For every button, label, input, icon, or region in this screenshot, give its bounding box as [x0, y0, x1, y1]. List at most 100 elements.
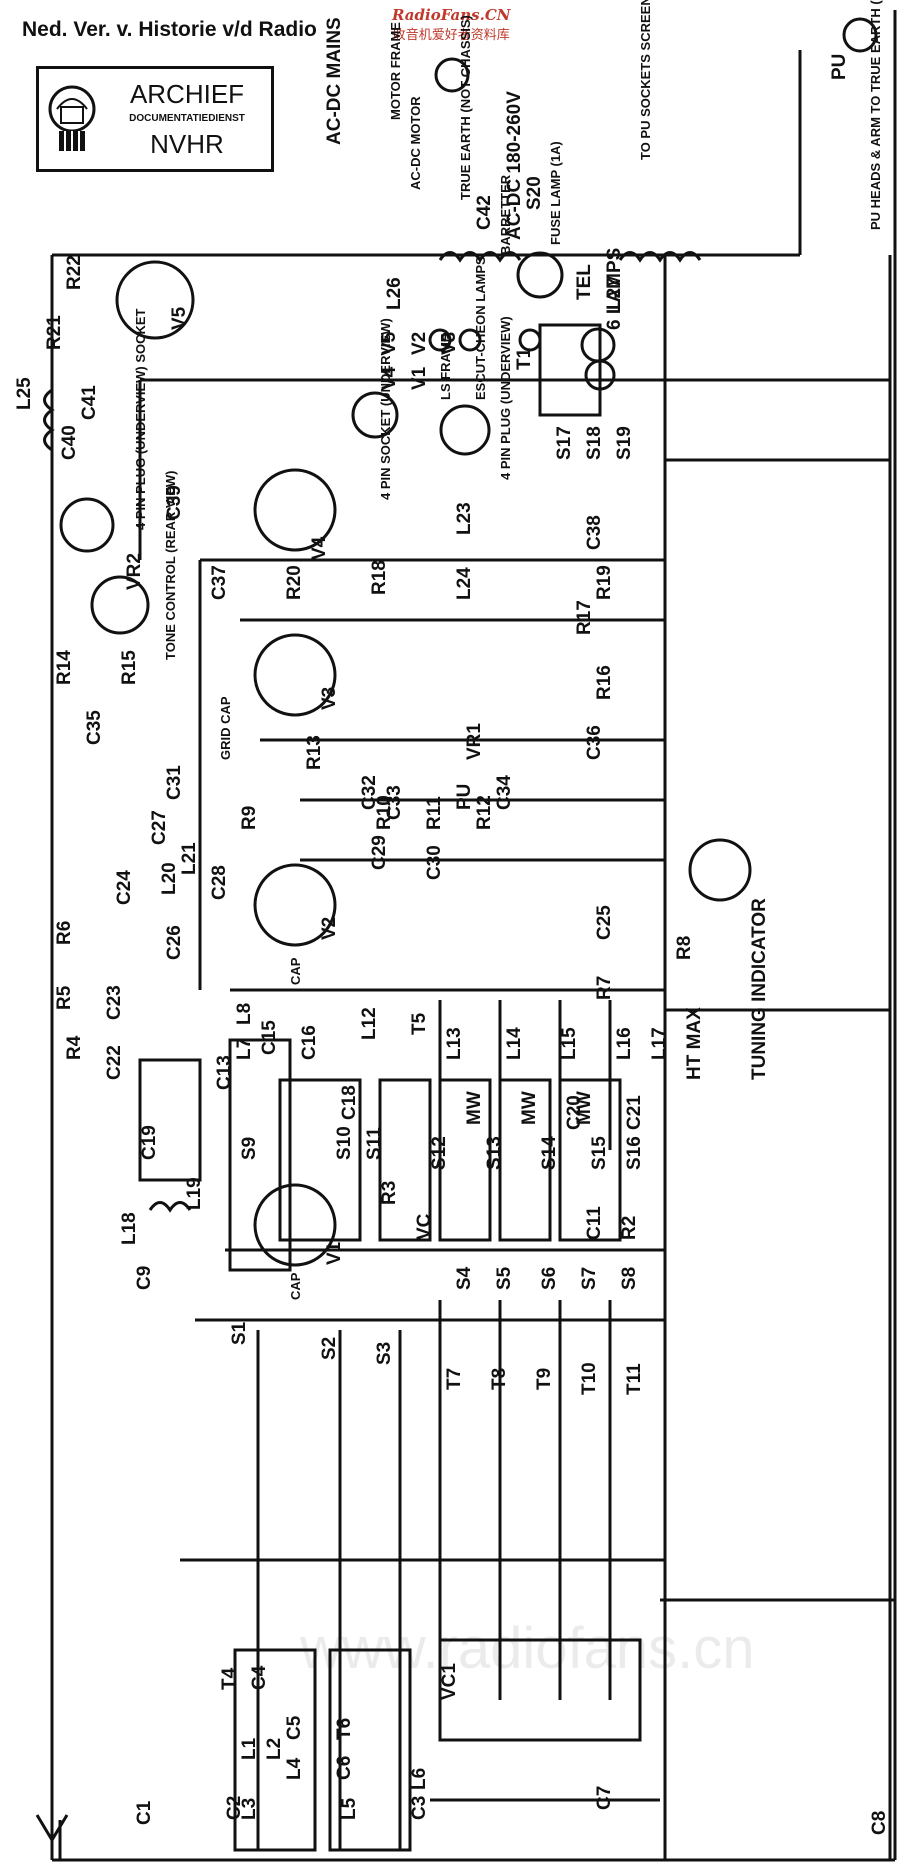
label-s14: S14 [539, 1136, 560, 1170]
label-s3: S3 [374, 1342, 395, 1365]
label-s20: S20 [524, 176, 545, 210]
label-l12: L12 [359, 1007, 380, 1040]
label-l5: L5 [339, 1797, 360, 1820]
label-r6: R6 [54, 921, 75, 945]
label-tuning-indicator: TUNING INDICATOR [749, 898, 770, 1080]
label-c1: C1 [134, 1800, 155, 1825]
label-s6: S6 [539, 1267, 560, 1290]
label-r22: R22 [64, 255, 85, 290]
label-c41: C41 [79, 385, 100, 420]
lamp-icon [584, 359, 616, 391]
label-heater-v3: V3 [439, 332, 460, 355]
label-t11: T11 [624, 1363, 645, 1395]
label-c37: C37 [209, 565, 230, 600]
label-c16: C16 [299, 1025, 320, 1060]
label-motor: AC-DC MOTOR [408, 96, 423, 190]
label-v1: V1 [324, 1241, 345, 1265]
label-c26: C26 [164, 925, 185, 960]
label-mw-l13: MW [464, 1091, 485, 1125]
label-s1: S1 [229, 1321, 250, 1345]
label-heater-v4: V4 [379, 366, 400, 390]
label-l13: L13 [444, 1027, 465, 1060]
label-r19: R19 [594, 565, 615, 600]
label-t1-lamp: T1 [514, 347, 535, 370]
four-pin-socket-icon [351, 391, 399, 439]
site-subtitle: 收音机爱好者资料库 [392, 28, 510, 43]
label-r13: R13 [304, 735, 325, 770]
label-r3: R3 [379, 1181, 400, 1205]
valves [59, 17, 878, 1267]
schematic-wiring [50, 10, 897, 1862]
label-r2: R2 [619, 1216, 640, 1240]
label-t8: T8 [489, 1368, 510, 1390]
label-c31: C31 [164, 765, 185, 800]
archive-header: Ned. Ver. v. Historie v/d Radio [22, 18, 317, 41]
label-c18: C18 [339, 1085, 360, 1120]
label-grid-cap: GRID CAP [218, 696, 233, 760]
label-l7: L7 [234, 1038, 255, 1060]
label-true-earth: TRUE EARTH (NOT CHASSIS) [458, 15, 473, 200]
stamp-org: NVHR [150, 129, 224, 159]
label-pu-sockets: TO PU SOCKETS SCREENING TO CHASSIS [638, 0, 653, 160]
label-mw-l15: MW [574, 1091, 595, 1125]
label-barretter: BARRETTER [498, 174, 513, 255]
label-c13: C13 [214, 1055, 235, 1090]
label-l26: L26 [384, 277, 405, 310]
label-six-lamps: 6 LAMPS [604, 248, 625, 330]
label-l18: L18 [119, 1212, 140, 1245]
label-l27: L27 [604, 277, 625, 310]
site-name: RadioFans.CN [392, 6, 511, 24]
label-s10: S10 [334, 1126, 355, 1160]
label-pu: PU [829, 54, 850, 80]
label-c40: C40 [59, 425, 80, 460]
label-l25: L25 [14, 377, 35, 410]
label-c22: C22 [104, 1045, 125, 1080]
motor-icon [434, 57, 470, 93]
label-s9: S9 [239, 1137, 260, 1160]
label-r12: R12 [474, 795, 495, 830]
stamp-title: ARCHIEF [129, 79, 245, 109]
label-c20: C20 [564, 1095, 585, 1130]
label-s5: S5 [494, 1266, 515, 1290]
label-c29: C29 [369, 835, 390, 870]
label-c15: C15 [259, 1020, 280, 1055]
valve-tuning-indicator-icon [688, 838, 752, 902]
label-c35: C35 [84, 710, 105, 745]
radio-valve-logo-icon [48, 85, 96, 151]
label-heater-v5: V5 [379, 331, 400, 355]
label-r8: R8 [674, 936, 695, 960]
label-s16: S16 [624, 1136, 645, 1170]
label-l19: L19 [184, 1177, 205, 1210]
label-vr1: VR1 [464, 723, 485, 760]
label-ac-dc-voltage: AC-DC 180-260V [504, 91, 525, 240]
label-s12: S12 [429, 1136, 450, 1170]
label-s13: S13 [484, 1136, 505, 1170]
label-c19: C19 [139, 1125, 160, 1160]
label-l14: L14 [504, 1027, 525, 1060]
t1-lamp-icon [518, 328, 542, 352]
label-l1: L1 [239, 1737, 260, 1760]
label-r21: R21 [44, 315, 65, 350]
valve-v5-icon [115, 260, 195, 340]
label-r17: R17 [574, 600, 595, 635]
label-s19: S19 [614, 426, 635, 460]
label-vr2: VR2 [124, 553, 145, 590]
label-s4: S4 [454, 1266, 475, 1290]
label-r15: R15 [119, 650, 140, 685]
label-l21: L21 [179, 842, 200, 875]
label-r4: R4 [64, 1035, 85, 1060]
label-four-pin-plug-ls: 4 PIN PLUG (UNDERVIEW) [498, 316, 513, 480]
label-v3: V3 [319, 687, 340, 710]
label-c32: C32 [359, 775, 380, 810]
label-v2: V2 [319, 917, 340, 940]
label-c2: C2 [224, 1796, 245, 1820]
label-fuse-lamp: FUSE LAMP (1A) [548, 141, 563, 245]
tel-socket-icon [580, 327, 616, 363]
pickup-icon [842, 17, 878, 53]
label-c6: C6 [334, 1756, 355, 1780]
label-pu-heads: PU HEADS & ARM TO TRUE EARTH (NOT CHASSI… [868, 0, 883, 230]
label-c21: C21 [624, 1095, 645, 1130]
label-r20: R20 [284, 565, 305, 600]
valve-v1-icon [253, 1183, 337, 1267]
